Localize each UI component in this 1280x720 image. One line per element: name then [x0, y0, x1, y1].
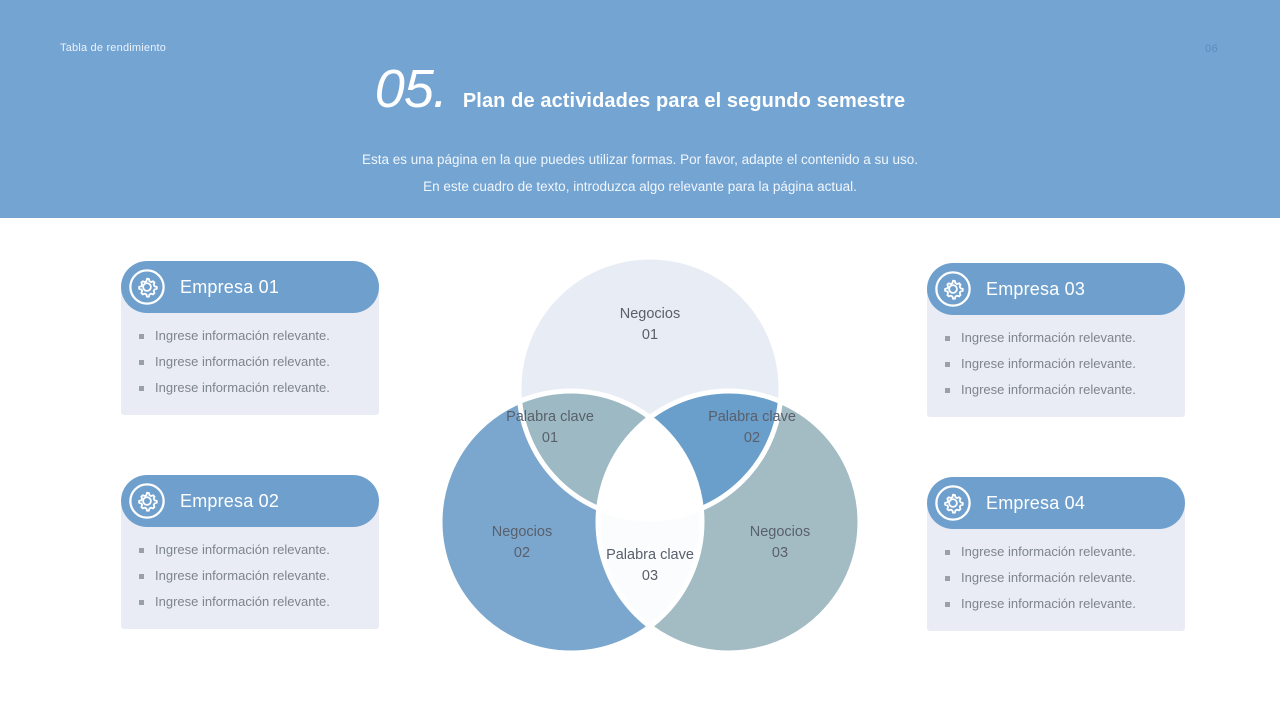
card-empresa-03[interactable]: Empresa 03 Ingrese información relevante… — [927, 263, 1185, 417]
bullet-square-icon — [945, 602, 950, 607]
list-item: Ingrese información relevante. — [139, 327, 365, 345]
page-number: 06 — [1205, 43, 1218, 55]
card-title: Empresa 03 — [986, 278, 1086, 299]
list-item: Ingrese información relevante. — [945, 595, 1171, 613]
list-item-label: Ingrese información relevante. — [155, 542, 330, 557]
venn-overlap-center — [598, 391, 702, 519]
bullet-square-icon — [945, 362, 950, 367]
list-item: Ingrese información relevante. — [139, 593, 365, 611]
card-empresa-01[interactable]: Empresa 01 Ingrese información relevante… — [121, 261, 379, 415]
bullet-square-icon — [945, 388, 950, 393]
list-item-label: Ingrese información relevante. — [961, 356, 1136, 371]
card-title: Empresa 01 — [180, 276, 280, 297]
card-empresa-04[interactable]: Empresa 04 Ingrese información relevante… — [927, 477, 1185, 631]
gear-icon — [129, 269, 165, 305]
gear-icon — [935, 271, 971, 307]
venn-diagram: Negocios 01 Negocios 02 Negocios 03 Pala… — [440, 252, 860, 656]
list-item: Ingrese información relevante. — [945, 543, 1171, 561]
list-item-label: Ingrese información relevante. — [155, 380, 330, 395]
gear-icon — [129, 483, 165, 519]
bullet-square-icon — [139, 574, 144, 579]
list-item: Ingrese información relevante. — [139, 541, 365, 559]
bullet-square-icon — [139, 360, 144, 365]
card-header-pill[interactable]: Empresa 02 — [121, 475, 379, 527]
title-number: 05. — [374, 59, 448, 119]
bullet-square-icon — [139, 334, 144, 339]
card-header-pill[interactable]: Empresa 03 — [927, 263, 1185, 315]
bullet-square-icon — [139, 548, 144, 553]
list-item-label: Ingrese información relevante. — [961, 596, 1136, 611]
list-item: Ingrese información relevante. — [139, 379, 365, 397]
list-item-label: Ingrese información relevante. — [961, 544, 1136, 559]
card-header-pill[interactable]: Empresa 04 — [927, 477, 1185, 529]
list-item-label: Ingrese información relevante. — [155, 328, 330, 343]
card-title: Empresa 02 — [180, 490, 280, 511]
subtitle-line-1: Esta es una página en la que puedes util… — [361, 152, 919, 167]
list-item-label: Ingrese información relevante. — [961, 570, 1136, 585]
list-item-label: Ingrese información relevante. — [155, 568, 330, 583]
list-item-label: Ingrese información relevante. — [155, 594, 330, 609]
list-item: Ingrese información relevante. — [945, 329, 1171, 347]
list-item: Ingrese información relevante. — [139, 567, 365, 585]
list-item: Ingrese información relevante. — [945, 569, 1171, 587]
title-text: Plan de actividades para el segundo seme… — [462, 90, 906, 112]
card-title: Empresa 04 — [986, 492, 1086, 513]
subtitle-line-2: En este cuadro de texto, introduzca algo… — [423, 179, 857, 194]
bullet-square-icon — [139, 600, 144, 605]
list-item-label: Ingrese información relevante. — [961, 330, 1136, 345]
card-empresa-02[interactable]: Empresa 02 Ingrese información relevante… — [121, 475, 379, 629]
list-item: Ingrese información relevante. — [945, 355, 1171, 373]
header-band: Tabla de rendimiento 06 05. Plan de acti… — [0, 0, 1280, 218]
list-item: Ingrese información relevante. — [139, 353, 365, 371]
bullet-square-icon — [139, 386, 144, 391]
list-item-label: Ingrese información relevante. — [155, 354, 330, 369]
list-item: Ingrese información relevante. — [945, 381, 1171, 399]
breadcrumb-kicker: Tabla de rendimiento — [60, 42, 167, 54]
bullet-square-icon — [945, 576, 950, 581]
page-title: 05. Plan de actividades para el segundo … — [0, 62, 1280, 116]
venn-svg — [440, 254, 860, 656]
card-header-pill[interactable]: Empresa 01 — [121, 261, 379, 313]
subtitle: Esta es una página en la que puedes util… — [0, 146, 1280, 200]
bullet-square-icon — [945, 336, 950, 341]
bullet-square-icon — [945, 550, 950, 555]
list-item-label: Ingrese información relevante. — [961, 382, 1136, 397]
gear-icon — [935, 485, 971, 521]
